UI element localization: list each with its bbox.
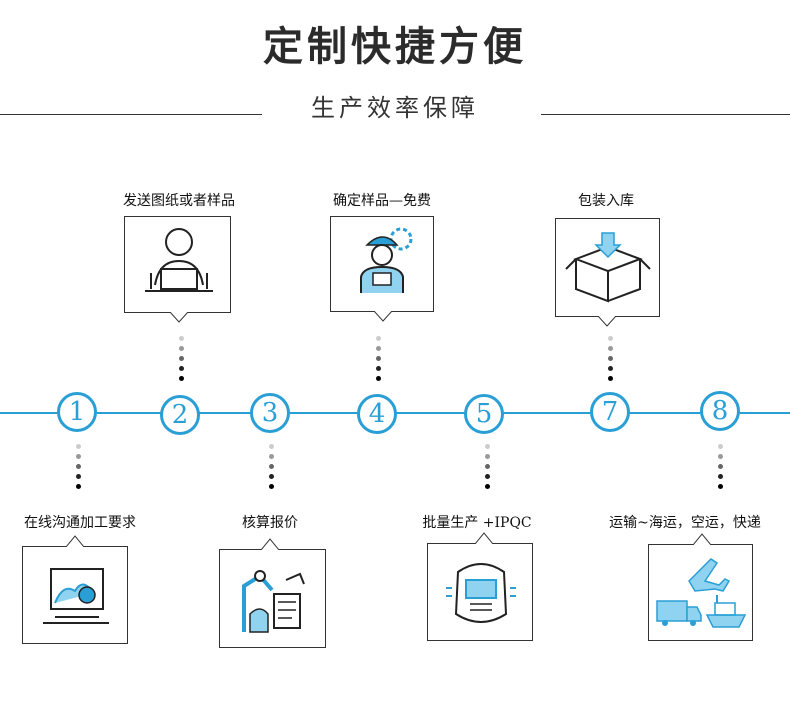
robot-arm-document-icon: [242, 570, 305, 633]
step-node-5: 5: [464, 394, 504, 434]
step-box-5: [427, 543, 533, 641]
step-box-8: [648, 544, 753, 641]
step-label-5: 批量生产 +IPQC: [422, 515, 532, 531]
connector-step-2: [178, 336, 184, 386]
step-box-4: [330, 216, 434, 312]
divider-left: [0, 114, 262, 115]
pointer-step-5: [475, 532, 493, 544]
step-node-2: 2: [160, 395, 200, 435]
connector-step-1: [75, 444, 81, 494]
page-title: 定制快捷方便: [263, 24, 527, 70]
step-box-1: [22, 546, 128, 644]
designer-screen-icon: [43, 568, 109, 624]
step-label-4: 确定样品—免费: [333, 193, 431, 209]
step-node-3: 3: [250, 393, 290, 433]
step-label-2: 发送图纸或者样品: [123, 193, 235, 209]
connector-step-8: [717, 444, 723, 494]
pointer-step-3: [261, 538, 279, 550]
step-box-2: [124, 216, 231, 313]
engineer-gear-icon: [360, 227, 413, 293]
page-subtitle: 生产效率保障: [311, 94, 479, 122]
person-at-desk-icon: [145, 228, 213, 292]
step-node-1: 1: [57, 392, 97, 432]
connector-step-7: [607, 336, 613, 386]
step-node-7: 7: [590, 392, 630, 432]
package-box-icon: [565, 232, 651, 303]
pointer-step-8: [693, 533, 711, 545]
connector-step-5: [484, 444, 490, 494]
step-label-8: 运输~海运，空运，快递: [609, 515, 761, 531]
step-node-8: 8: [700, 391, 740, 431]
pointer-step-2: [170, 312, 188, 323]
step-label-7: 包装入库: [578, 193, 634, 209]
connector-step-4: [375, 336, 381, 386]
step-node-4: 4: [357, 394, 397, 434]
welding-mask-icon: [446, 563, 516, 623]
step-label-3: 核算报价: [242, 515, 298, 531]
step-box-3: [219, 549, 326, 648]
connector-step-3: [268, 444, 274, 494]
pointer-step-4: [374, 311, 392, 322]
divider-right: [541, 114, 790, 115]
step-box-7: [555, 218, 660, 317]
airplane-truck-ship-icon: [656, 558, 747, 628]
pointer-step-7: [598, 316, 616, 327]
step-label-1: 在线沟通加工要求: [24, 515, 136, 531]
pointer-step-1: [66, 535, 84, 547]
